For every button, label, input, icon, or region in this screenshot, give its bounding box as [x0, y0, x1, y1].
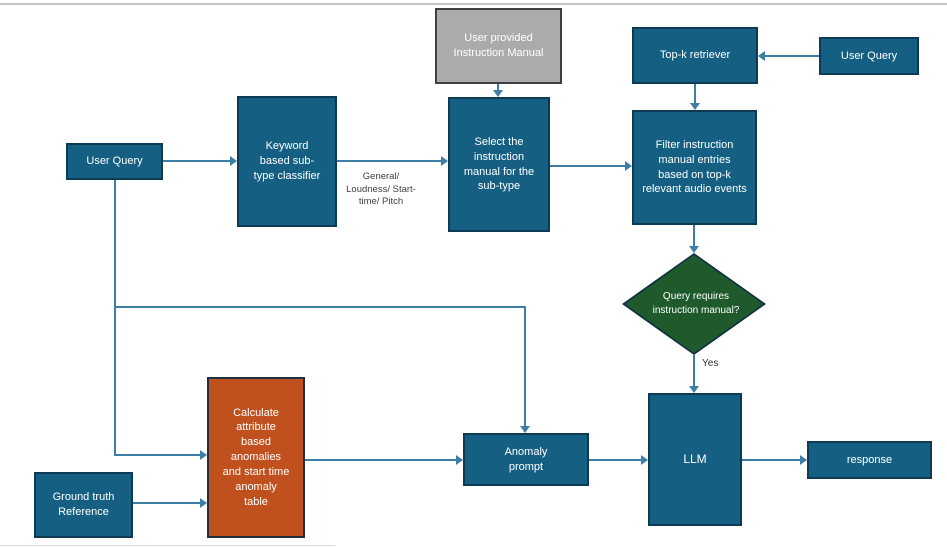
node-decision-diamond: Query requires instruction manual?: [622, 253, 766, 355]
node-label: Calculate attribute based anomalies and …: [222, 406, 290, 508]
edge-topk-to-filter: [694, 84, 696, 106]
arrowhead: [230, 156, 237, 166]
edge-manual-to-select: [497, 84, 499, 93]
node-label: User Query: [86, 155, 143, 168]
arrowhead: [689, 386, 699, 393]
top-divider: [0, 3, 947, 5]
node-label: response: [846, 453, 893, 466]
node-keyword-classifier: Keyword based sub-type classifier: [237, 96, 337, 227]
edge-query-down: [114, 180, 116, 456]
edge-llm-to-response: [742, 459, 802, 461]
edge-prompt-to-llm: [589, 459, 643, 461]
node-label: Top-k retriever: [659, 49, 731, 62]
edge-select-to-filter: [550, 165, 628, 167]
edge-query-branch-right: [114, 306, 526, 308]
arrowhead: [493, 90, 503, 97]
edge-label-subtypes: General/ Loudness/ Start-time/ Pitch: [346, 171, 416, 208]
node-label: Select the instruction manual for the su…: [463, 135, 535, 193]
arrowhead: [758, 51, 765, 61]
node-label: LLM: [683, 452, 707, 467]
node-label: Keyword based sub-type classifier: [253, 140, 321, 182]
node-anomaly-prompt: Anomaly prompt: [463, 433, 589, 486]
edge-groundtruth-to-calc: [133, 502, 202, 504]
node-ground-truth: Ground truth Reference: [34, 472, 133, 538]
edge-calc-to-prompt: [305, 459, 458, 461]
arrowhead: [689, 246, 699, 253]
arrowhead: [800, 455, 807, 465]
arrowhead: [200, 450, 207, 460]
edge-query-to-calc: [114, 454, 202, 456]
node-top-k-retriever: Top-k retriever: [632, 27, 758, 84]
node-label: Anomaly prompt: [504, 445, 548, 473]
bottom-divider: [0, 545, 335, 546]
arrowhead: [625, 161, 632, 171]
edge-query-to-prompt: [524, 307, 526, 428]
edge-label-yes: Yes: [702, 358, 719, 369]
arrowhead: [520, 426, 530, 433]
arrowhead: [690, 103, 700, 110]
node-llm: LLM: [648, 393, 742, 526]
arrowhead: [641, 455, 648, 465]
node-filter-entries: Filter instruction manual entries based …: [632, 110, 757, 225]
node-user-query-left: User Query: [66, 143, 163, 180]
edge-query-to-classifier: [163, 160, 233, 162]
node-select-manual: Select the instruction manual for the su…: [448, 97, 550, 232]
node-label: Ground truth Reference: [52, 491, 115, 518]
node-user-query-top: User Query: [819, 37, 919, 75]
arrowhead: [456, 455, 463, 465]
edge-query-to-topk: [763, 55, 819, 57]
edge-filter-to-decision: [693, 225, 695, 249]
edge-decision-to-llm: [693, 355, 695, 387]
arrowhead: [441, 156, 448, 166]
edge-classifier-to-select: [337, 160, 444, 162]
node-label: User Query: [840, 49, 898, 62]
node-label: User provided Instruction Manual: [453, 32, 544, 59]
node-response: response: [807, 441, 932, 479]
node-label: Filter instruction manual entries based …: [642, 138, 747, 196]
node-calculate-anomalies: Calculate attribute based anomalies and …: [207, 377, 305, 538]
node-label: Query requires instruction manual?: [652, 291, 740, 316]
arrowhead: [200, 498, 207, 508]
node-user-provided-manual: User provided Instruction Manual: [435, 8, 562, 84]
